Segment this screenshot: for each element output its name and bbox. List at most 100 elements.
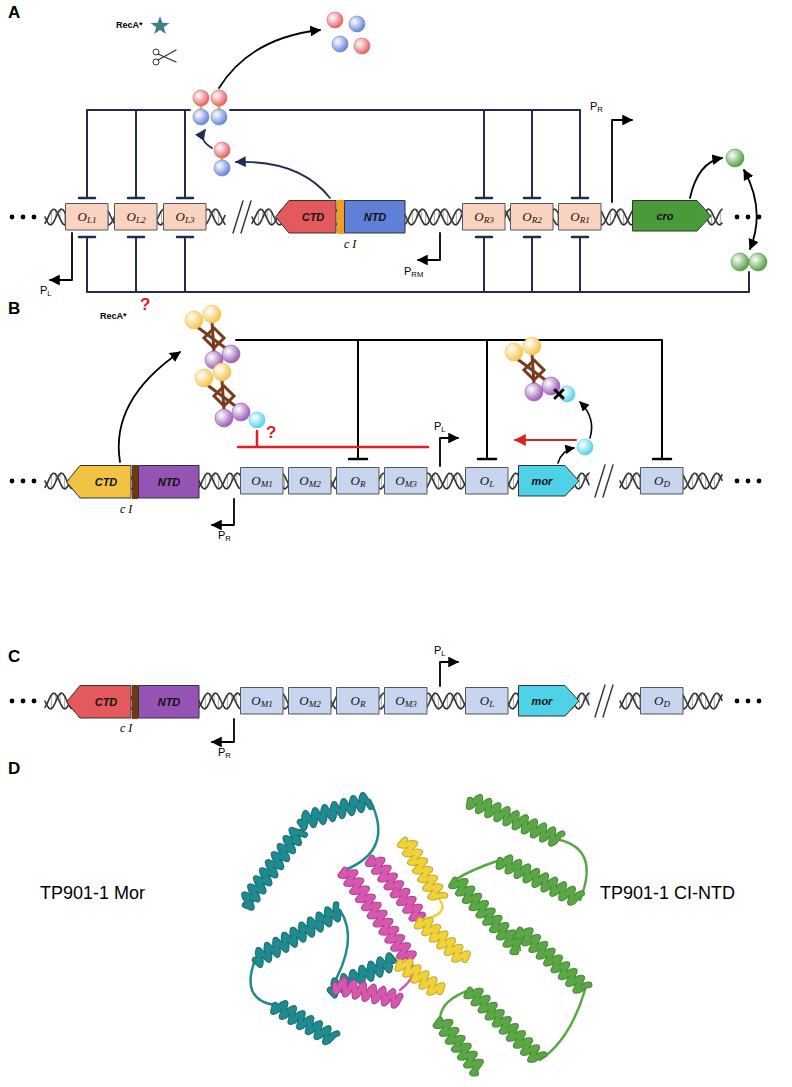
repression-line — [483, 238, 485, 292]
node-shape — [385, 688, 428, 715]
gene-stripe — [132, 465, 138, 499]
promoter-arrow — [440, 662, 458, 686]
linker — [532, 354, 534, 384]
operator-box: OR3 — [462, 203, 506, 231]
inhibition-bar — [177, 236, 193, 239]
operator-box: OM2 — [288, 467, 332, 495]
alpha-helix — [244, 830, 304, 907]
node-shape — [164, 204, 207, 231]
cleavage-arrow — [219, 30, 320, 88]
node-shape — [466, 688, 509, 715]
alpha-helix — [300, 795, 371, 827]
alpha-helix — [400, 840, 445, 897]
operator-label: OR3 — [474, 209, 494, 225]
ellipsis-dot — [10, 479, 15, 484]
protein-subunit — [203, 305, 221, 323]
operator-label: OL2 — [127, 209, 146, 225]
inhibition-bar — [572, 197, 588, 200]
node-shape — [289, 688, 332, 715]
gene-domain: NTD — [344, 200, 406, 234]
protein-subunit — [213, 363, 231, 381]
repression-line — [184, 238, 186, 292]
alpha-helix — [436, 1020, 481, 1073]
expression-arrow — [690, 158, 722, 198]
operator-box: OM1 — [240, 687, 284, 715]
protein-subunit — [749, 253, 767, 271]
panel-letter: A — [8, 4, 20, 23]
dimerization-arrow — [744, 170, 757, 249]
alpha-helix — [451, 880, 519, 952]
promoter-arrow — [212, 499, 234, 525]
protein-subunit — [232, 403, 250, 421]
inhibition-bar — [572, 236, 588, 239]
operator-label: OM1 — [251, 473, 273, 489]
protein-name: RecA* — [116, 21, 143, 31]
ellipsis-dot — [10, 699, 15, 704]
operator-box: OM2 — [288, 687, 332, 715]
question-mark: ? — [140, 296, 150, 315]
gene-stripe — [337, 200, 344, 234]
gene-domain: NTD — [138, 685, 200, 719]
protein-subunit — [211, 109, 227, 125]
repression-line — [531, 238, 533, 292]
alpha-helix — [244, 830, 304, 907]
ellipsis-dot — [21, 215, 26, 220]
ellipsis-dot — [757, 699, 762, 704]
inhibition-bar — [349, 458, 367, 461]
alpha-helix — [499, 858, 582, 903]
gene-label: mor — [532, 695, 553, 707]
inhibition-bar — [476, 236, 492, 239]
alpha-helix — [436, 1020, 481, 1073]
gene-label: CTD — [95, 696, 118, 708]
protein-subunit — [195, 369, 213, 387]
node-shape — [519, 466, 580, 497]
node-shape — [463, 204, 506, 231]
operator-box: OR — [336, 687, 380, 715]
alpha-helix — [417, 920, 468, 960]
promoter-name: PL — [434, 644, 446, 656]
promoter-name: PL — [40, 284, 52, 296]
node-shape — [385, 468, 428, 495]
node-shape — [337, 688, 380, 715]
promoter-name: PR — [218, 746, 231, 758]
promoter-name: PR — [590, 100, 603, 112]
alpha-helix — [273, 1003, 337, 1042]
node-shape — [241, 468, 284, 495]
alpha-helix — [451, 880, 519, 952]
linker — [212, 322, 214, 352]
operator-box: OL — [465, 687, 509, 715]
alpha-helix — [467, 990, 544, 1060]
gene-arrow: cro — [632, 200, 712, 232]
protein-subunit — [731, 253, 749, 271]
ellipsis-dot — [735, 479, 740, 484]
gene-label: CTD — [302, 211, 325, 223]
inhibition-bar — [79, 236, 95, 239]
operator-label: OM3 — [395, 693, 417, 709]
gene-name: c I — [344, 238, 356, 251]
panel-letter: B — [8, 300, 20, 319]
operator-label: OR — [351, 693, 366, 709]
node-shape — [139, 466, 200, 499]
alpha-helix — [499, 858, 582, 903]
gene-domain: NTD — [138, 465, 200, 499]
dimerization-arrow — [203, 130, 212, 148]
promoter-arrow — [440, 438, 458, 466]
repression-line — [87, 110, 190, 197]
operator-box: OM1 — [240, 467, 284, 495]
gene-label: NTD — [364, 211, 387, 223]
node-shape — [289, 468, 332, 495]
node-shape — [519, 686, 580, 717]
gene-label: CTD — [95, 476, 118, 488]
protein-loop — [251, 960, 276, 1005]
gene-arrow: mor — [518, 685, 580, 717]
gene-label: mor — [532, 475, 553, 487]
operator-box: OR1 — [558, 203, 602, 231]
ellipsis-dot — [32, 699, 37, 704]
linker — [222, 380, 224, 410]
promoter-arrow — [612, 120, 632, 202]
protein-subunit — [193, 109, 209, 125]
inhibition-bar — [79, 197, 95, 200]
structure-label: TP901-1 CI-NTD — [600, 884, 735, 904]
node-shape — [559, 204, 602, 231]
